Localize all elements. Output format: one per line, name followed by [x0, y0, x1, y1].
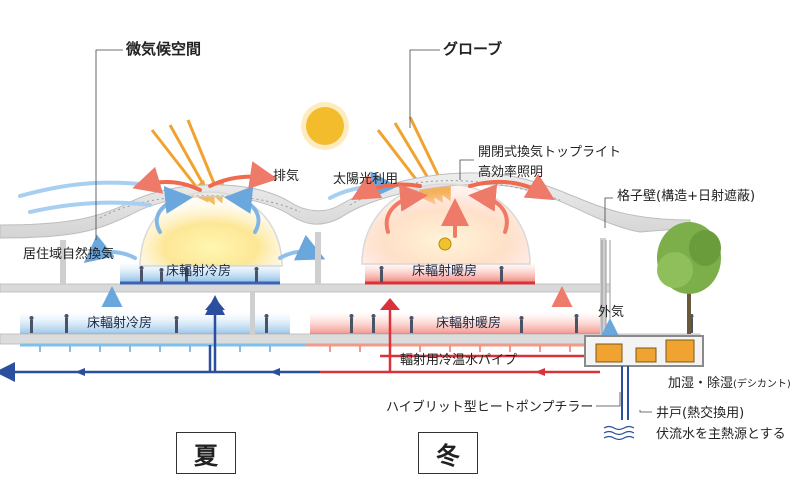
lattice-wall-label: 格子壁(構造+日射遮蔽): [617, 189, 756, 204]
groundwater-waves-icon: [603, 425, 635, 441]
floor-cooling-lower-label: 床輻射冷房: [87, 316, 153, 331]
humidify-sub-text: (デシカント): [733, 379, 791, 390]
humidify-main-text: 加湿・除湿: [668, 376, 734, 391]
floor-cooling-upper-label: 床輻射冷房: [166, 264, 232, 279]
groundwater-label: 伏流水を主熱源とする: [656, 427, 786, 442]
radiant-pipe-label: 輻射用冷温水パイプ: [400, 353, 518, 368]
sun-icon: [301, 102, 349, 150]
lower-floor-cool-glow: [20, 312, 290, 334]
globe-dome-left: [139, 191, 283, 267]
upper-floor-warm-glow: [365, 262, 535, 284]
season-winter-box: 冬: [418, 432, 478, 474]
outside-air-label: 外気: [598, 305, 625, 320]
microclimate-label: 微気候空間: [126, 40, 202, 58]
equipment-units: [595, 339, 695, 363]
season-summer-box: 夏: [176, 432, 236, 474]
lamp-icon: [438, 237, 452, 251]
exhaust-label: 排気: [273, 169, 300, 184]
summer-airflow: [18, 161, 326, 263]
leader-lines: [95, 49, 652, 413]
skylight-label: 開閉式換気トップライト: [478, 145, 622, 160]
floor-heating-lower-label: 床輻射暖房: [436, 316, 502, 331]
globe-label: グローブ: [443, 40, 503, 58]
tree-icon: [657, 222, 721, 334]
winter-airflow: [328, 171, 555, 238]
solar-use-label: 太陽光利用: [333, 172, 399, 187]
pipe-arrows: [75, 298, 545, 376]
upper-floor-slab: [0, 283, 611, 293]
humidify-label: 加湿・除湿(デシカント): [668, 377, 791, 390]
natural-ventilation-label: 居住域自然換気: [23, 247, 115, 262]
well-label: 井戸(熱交換用): [656, 406, 745, 421]
people-silhouettes: [29, 266, 694, 333]
pipe-mains: [0, 346, 605, 382]
lower-floor-ticks: [39, 346, 571, 352]
columns: [60, 232, 606, 334]
floor-vertical-arrows: [101, 286, 573, 307]
lower-floor-warm-glow: [310, 312, 600, 334]
floor-heating-upper-label: 床輻射暖房: [412, 264, 478, 279]
pipe-risers: [205, 295, 392, 372]
well-pipes: [621, 366, 629, 420]
heat-pump-label: ハイブリット型ヒートポンプチラー: [386, 400, 594, 415]
efficient-lighting-label: 高効率照明: [478, 165, 544, 180]
